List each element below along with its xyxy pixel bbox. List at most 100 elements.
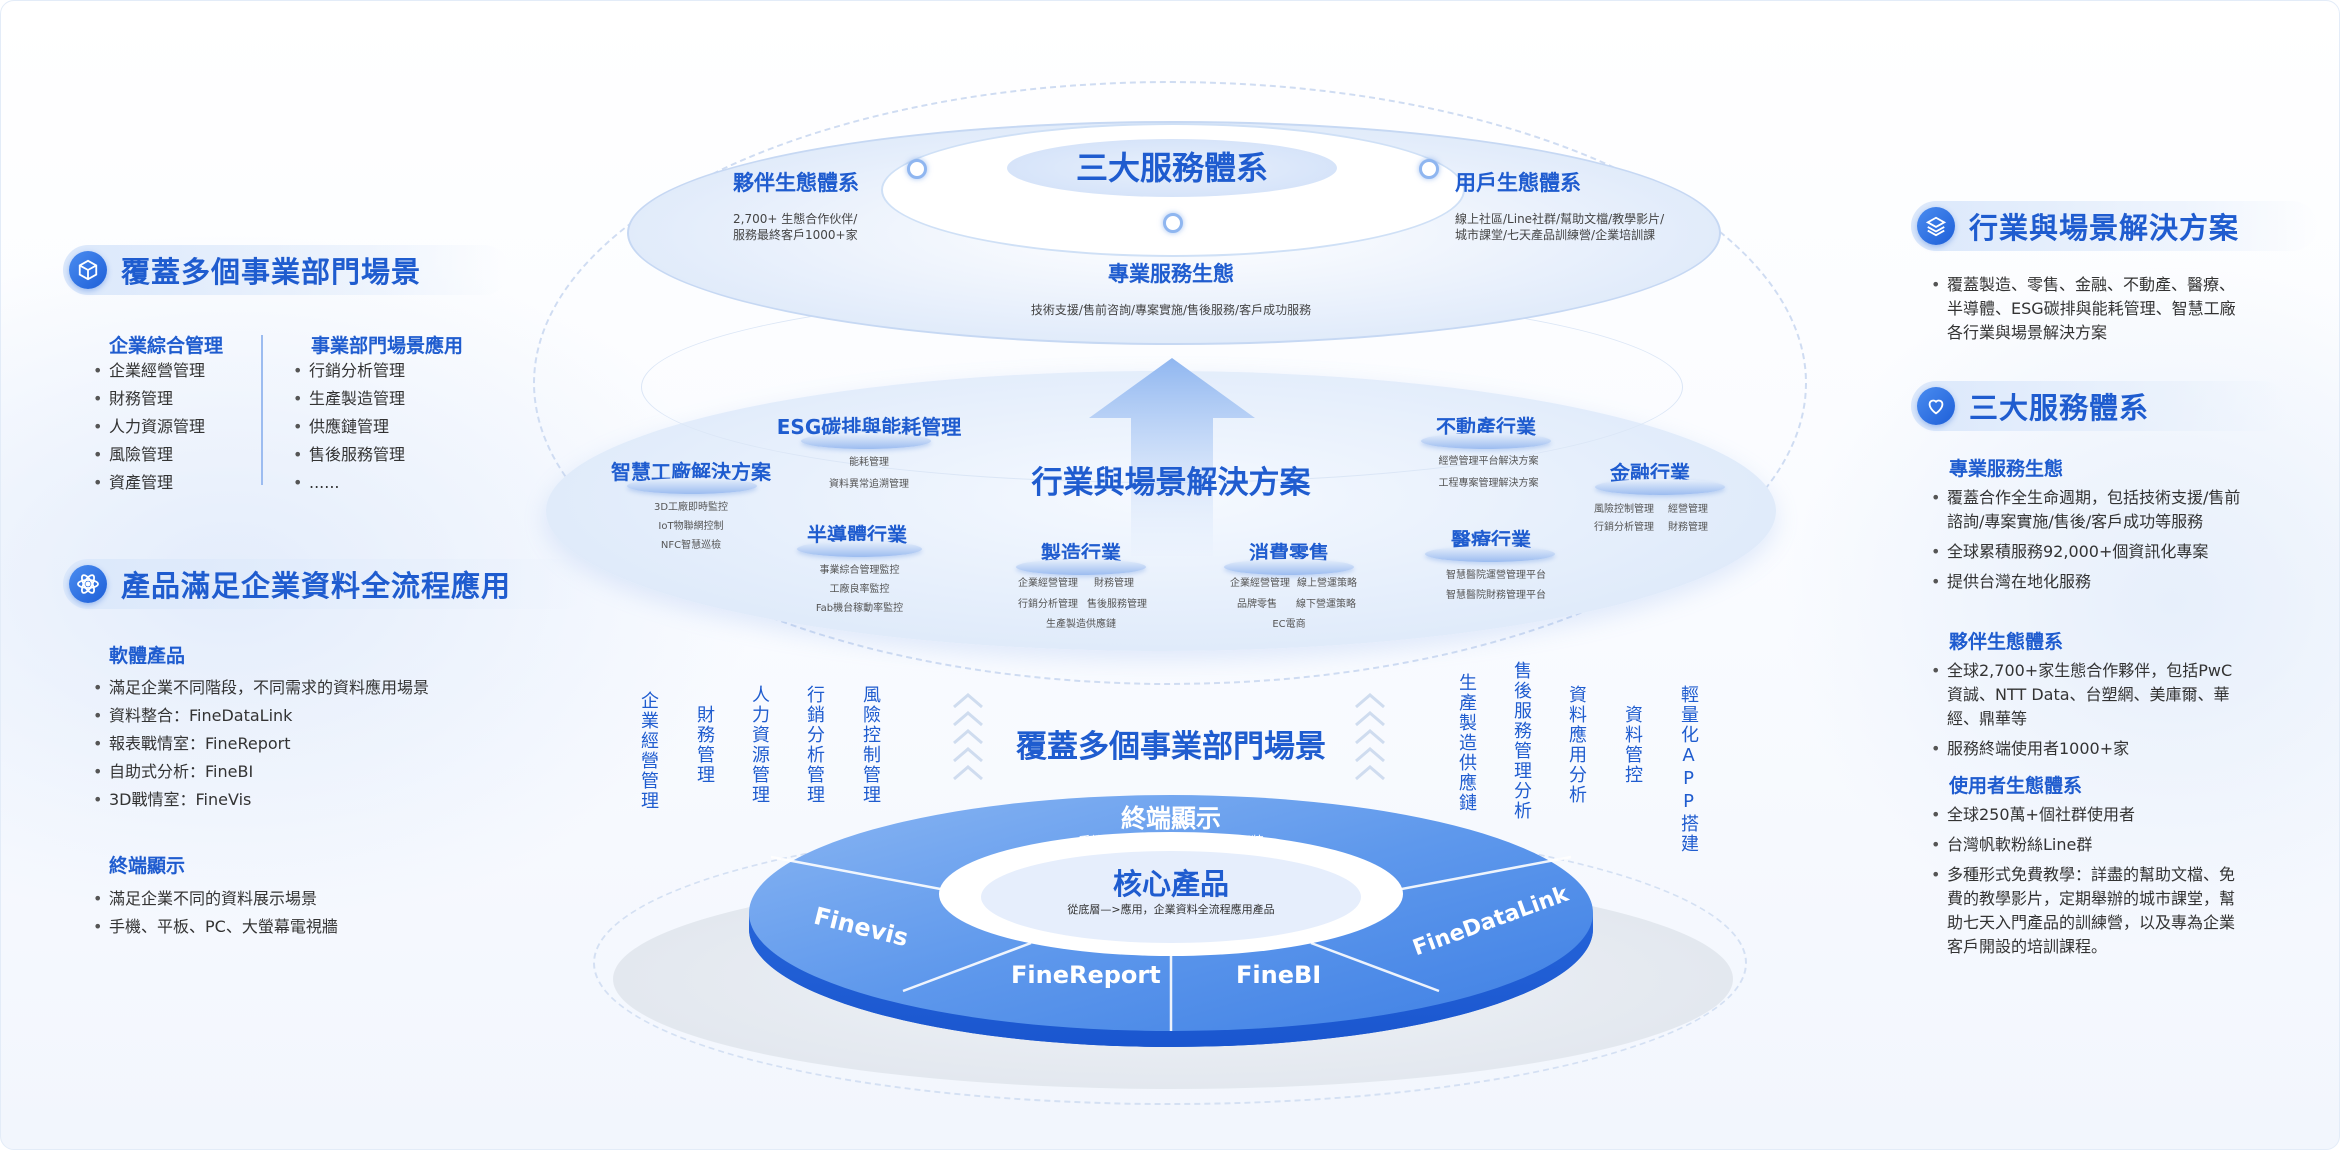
right-section1-header: 行業與場景解決方案 [1911, 201, 2317, 251]
node-disc [797, 541, 922, 557]
terminal-list: 滿足企業不同的資料展示場景 手機、平板、PC、大螢幕電視牆 [93, 885, 338, 941]
list-item: 台灣帆軟粉絲Line群 [1931, 833, 2241, 857]
pro-heading: 專業服務生態 [1949, 458, 2064, 480]
node-item: 智慧醫院運營管理平台 [1446, 570, 1546, 581]
atom-icon [69, 565, 107, 603]
dept-column: 財務管理 [694, 705, 715, 785]
user-eco-title: 用戶生態體系 [1455, 171, 1581, 195]
dept-column: 售後服務管理分析 [1511, 661, 1532, 821]
node-item: 智慧醫院財務管理平台 [1446, 590, 1546, 601]
list-item: 供應鏈管理 [293, 413, 405, 441]
node-item: 經營管理 [1668, 504, 1708, 515]
node-item: 工廠良率監控 [829, 584, 890, 595]
node-disc [801, 433, 931, 449]
node-item: 品牌零售 [1237, 599, 1277, 610]
left-section1-header: 覆蓋多個事業部門場景 [63, 245, 509, 295]
list-item: 全球250萬+個社群使用者 [1931, 803, 2241, 827]
node-item: 線下營運策略 [1296, 599, 1356, 610]
list-item: 報表戰情室：FineReport [93, 730, 429, 758]
node-item: 生產製造供應鏈 [1046, 619, 1116, 630]
list-item: 風險管理 [93, 441, 205, 469]
user-heading: 使用者生態體系 [1949, 775, 2083, 797]
pro-eco-title: 專業服務生態 [1108, 262, 1234, 286]
node-item: 企業經營管理 [1230, 578, 1290, 589]
list-item: 覆蓋合作全生命週期，包括技術支援/售前諮詢/專案實施/售後/客戶成功等服務 [1931, 486, 2241, 534]
node-item: 行銷分析管理 [1018, 599, 1078, 610]
dept-column: 輕量化APP搭建 [1678, 685, 1699, 854]
list-item: ...... [293, 469, 405, 497]
left-col1-list: 企業經營管理 財務管理 人力資源管理 風險管理 資產管理 [93, 357, 205, 497]
right-section1-list: 覆蓋製造、零售、金融、不動產、醫療、半導體、ESG碳排與能耗管理、智慧工廠各行業… [1931, 273, 2236, 351]
partner-eco-title: 夥伴生態體系 [733, 171, 859, 195]
list-item: 覆蓋製造、零售、金融、不動產、醫療、半導體、ESG碳排與能耗管理、智慧工廠各行業… [1931, 273, 2236, 345]
left-col1-heading: 企業綜合管理 [109, 335, 224, 357]
layers-icon [1917, 207, 1955, 245]
up-chevrons-icon [953, 693, 983, 781]
node-item: 行銷分析管理 [1594, 522, 1654, 533]
node-item: 事業綜合管理監控 [819, 565, 900, 576]
glow-dot [1163, 213, 1183, 233]
departments-title: 覆蓋多個事業部門場景 [1016, 729, 1326, 765]
dept-column: 風險控制管理 [860, 685, 881, 805]
left-col2-list: 行銷分析管理 生產製造管理 供應鏈管理 售後服務管理 ...... [293, 357, 405, 497]
services-title: 三大服務體系 [1075, 149, 1268, 187]
node-disc [1421, 433, 1551, 449]
node-item: EC電商 [1272, 619, 1306, 630]
list-item: 資料整合：FineDataLink [93, 702, 429, 730]
node-item: 資料異常追溯管理 [829, 479, 909, 490]
node-disc [1425, 546, 1555, 562]
core-product-desc: 從底層—>應用，企業資料全流程應用產品 [1067, 903, 1275, 916]
node-item: 財務管理 [1668, 522, 1708, 533]
node-item: 企業經營管理 [1018, 578, 1078, 589]
services-title-disc [1007, 139, 1337, 197]
dept-column: 行銷分析管理 [804, 685, 825, 805]
node-item: 經營管理平台解決方案 [1438, 456, 1539, 467]
up-chevrons-icon [1355, 693, 1385, 781]
right-section2-header: 三大服務體系 [1911, 381, 2287, 431]
heart-icon [1917, 387, 1955, 425]
dept-column: 資料應用分析 [1566, 685, 1587, 805]
pro-list: 覆蓋合作全生命週期，包括技術支援/售前諮詢/專案實施/售後/客戶成功等服務 全球… [1931, 486, 2241, 600]
solutions-title: 行業與場景解決方案 [1031, 465, 1311, 501]
dept-column: 資料管控 [1622, 705, 1643, 785]
list-item: 滿足企業不同的資料展示場景 [93, 885, 338, 913]
left-section2-title: 產品滿足企業資料全流程應用 [121, 569, 512, 603]
cube-icon [69, 251, 107, 289]
node-item: 售後服務管理 [1087, 599, 1147, 610]
node-item: Fab機台稼動率監控 [815, 603, 904, 614]
partner-heading: 夥伴生態體系 [1949, 631, 2064, 653]
terminal-heading: 終端顯示 [109, 855, 186, 877]
node-item: 3D工廠即時監控 [653, 502, 729, 513]
right-section2-title: 三大服務體系 [1969, 391, 2150, 425]
node-item: IoT物聯網控制 [658, 521, 724, 532]
column-divider [261, 335, 263, 485]
dept-column: 企業經營管理 [638, 691, 659, 811]
list-item: 提供台灣在地化服務 [1931, 570, 2241, 594]
terminal-display-desc: 手機、平板、PC、大螢幕電視牆 [1078, 835, 1264, 850]
node-item: NFC智慧巡檢 [660, 540, 722, 551]
list-item: 自助式分析：FineBI [93, 758, 429, 786]
left-section1-title: 覆蓋多個事業部門場景 [121, 255, 422, 289]
terminal-display-title: 終端顯示 [1120, 804, 1221, 833]
up-arrow-icon [1089, 358, 1255, 556]
list-item: 全球累積服務92,000+個資訊化專案 [1931, 540, 2241, 564]
node-item: 財務管理 [1094, 578, 1134, 589]
node-disc [1224, 559, 1354, 575]
user-eco-desc: 線上社區/Line社群/幫助文檔/教學影片/ [1455, 212, 1665, 226]
node-item: 能耗管理 [849, 457, 889, 468]
node-disc [627, 478, 757, 494]
node-item: 工程專案管理解決方案 [1438, 478, 1539, 489]
list-item: 全球2,700+家生態合作夥伴，包括PwC資誠、NTT Data、台塑網、美庫爾… [1931, 659, 2241, 731]
dept-column: 人力資源管理 [749, 685, 770, 805]
list-item: 手機、平板、PC、大螢幕電視牆 [93, 913, 338, 941]
list-item: 生產製造管理 [293, 385, 405, 413]
user-list: 全球250萬+個社群使用者 台灣帆軟粉絲Line群 多種形式免費教學：詳盡的幫助… [1931, 803, 2241, 965]
node-disc [1595, 479, 1725, 495]
glow-dot [907, 159, 927, 179]
product-finebi: FineBI [1236, 961, 1322, 989]
software-heading: 軟體產品 [109, 645, 186, 667]
list-item: 資產管理 [93, 469, 205, 497]
left-col2-heading: 事業部門場景應用 [311, 335, 464, 357]
partner-eco-desc: 2,700+ 生態合作伙伴/ [733, 212, 858, 226]
